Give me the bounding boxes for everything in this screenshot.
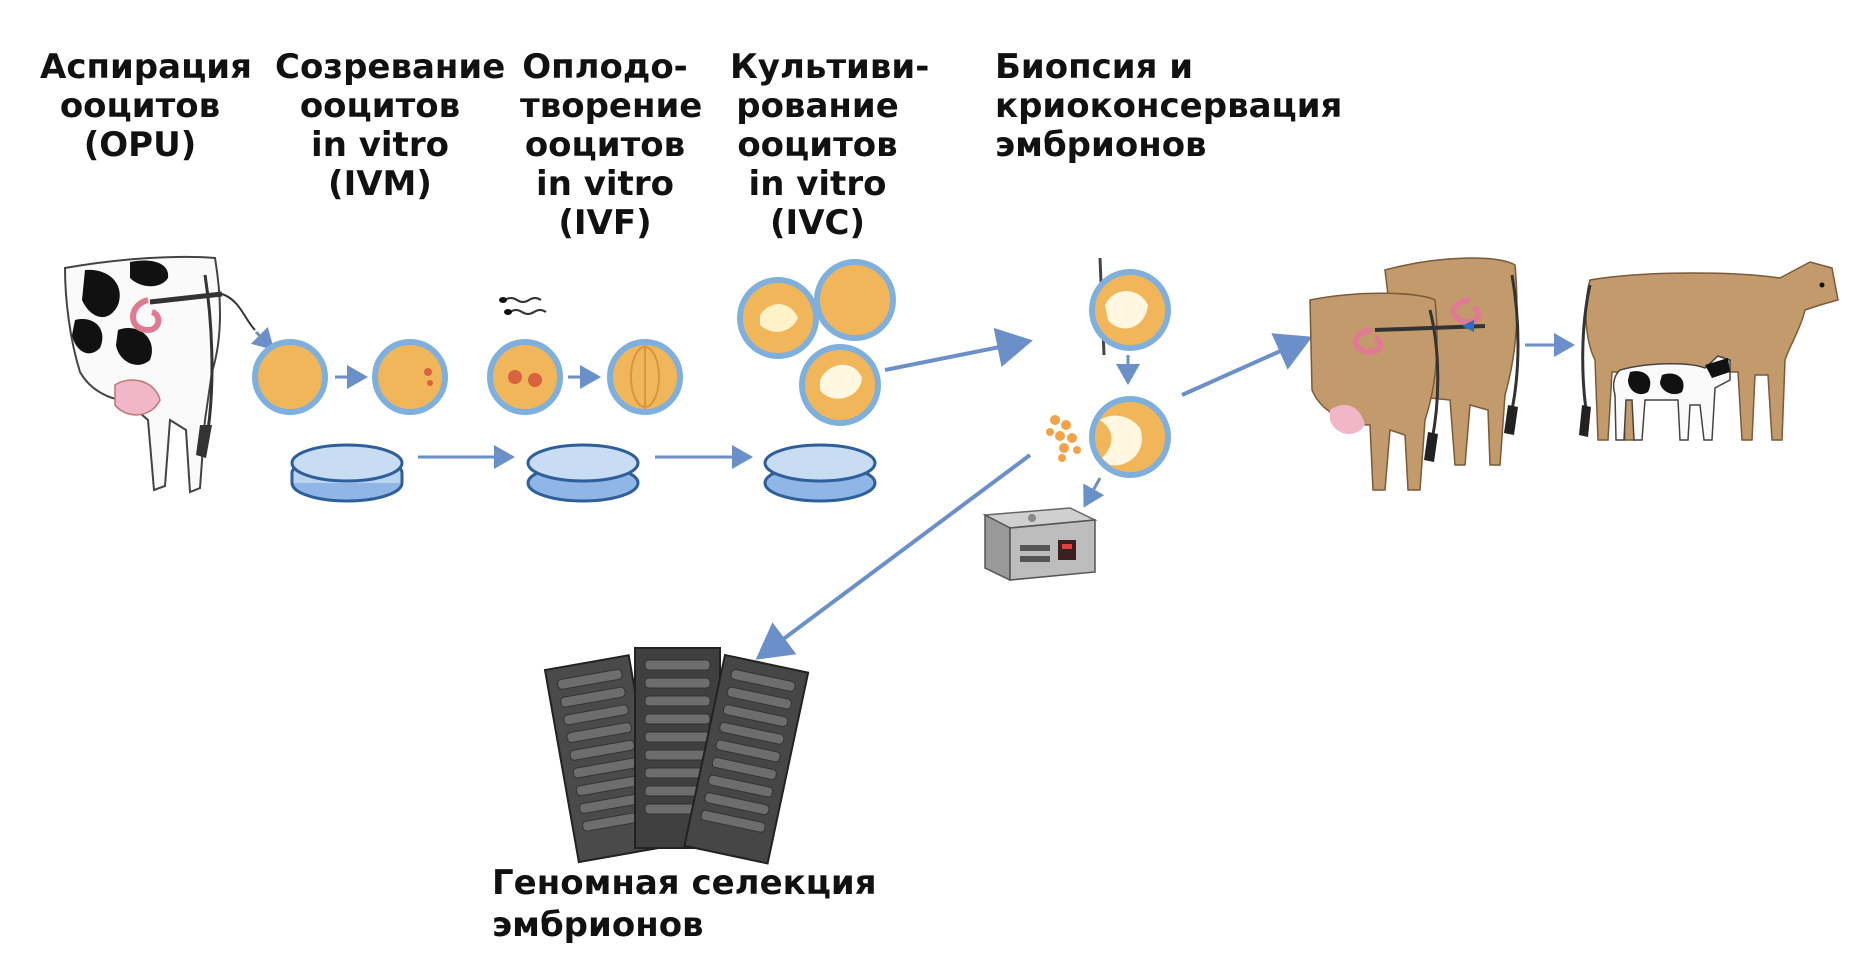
brown-cow-icon	[1579, 261, 1839, 441]
label-biopsy: Биопсия и криоконсервация эмбрионов	[995, 47, 1343, 165]
arrow-to-genomic	[755, 453, 1032, 660]
label-genomic-selection: Геномная селекция эмбрионов	[492, 863, 877, 945]
calf-icon	[1612, 355, 1731, 441]
sperm-icon	[499, 297, 547, 315]
label-ivf: Оплодо- творение ооцитов in vitro (IVF)	[520, 47, 703, 243]
blastocyst-icon	[737, 259, 896, 426]
genotyping-chip-icon	[543, 647, 810, 865]
biopsy-needle-icon	[1046, 257, 1171, 478]
arrow-ivc-biopsy	[884, 327, 1033, 372]
oocyte-icon	[252, 339, 448, 415]
cow-icon	[63, 255, 256, 494]
brown-cow-icon	[1309, 257, 1520, 491]
oocyte-icon	[487, 339, 683, 415]
label-ivc: Культиви- рование ооцитов in vitro (IVC)	[730, 47, 930, 243]
label-opu: Аспирация ооцитов (OPU)	[40, 47, 252, 165]
petri-dish-icon	[290, 443, 877, 503]
arrow-to-freezer	[1083, 477, 1105, 508]
freezer-icon	[982, 507, 1098, 582]
label-ivm: Созревание ооцитов in vitro (IVM)	[275, 47, 506, 204]
arrow-to-recipients	[1181, 333, 1313, 397]
